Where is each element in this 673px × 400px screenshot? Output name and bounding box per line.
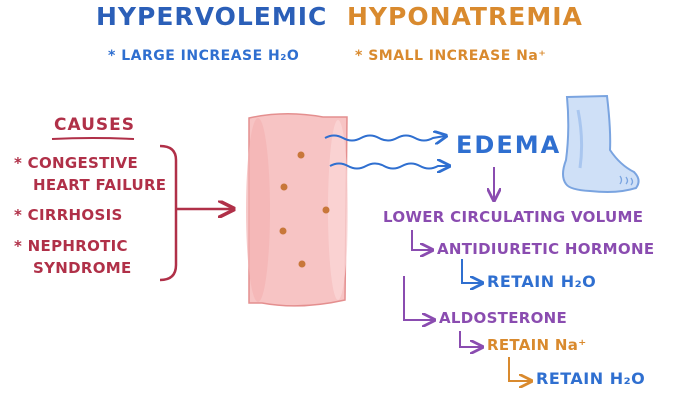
swollen-foot-icon	[562, 94, 640, 193]
causes-heading: CAUSES	[54, 115, 136, 135]
cause-nephrotic: * NEPHROTIC	[14, 237, 128, 255]
subtitle-small-increase-na: * SMALL INCREASE Na⁺	[355, 48, 547, 64]
cause-cirrhosis: * CIRRHOSIS	[14, 206, 123, 224]
cause-syndrome: SYNDROME	[33, 259, 132, 277]
lower-circulating-volume-label: LOWER CIRCULATING VOLUME	[383, 208, 644, 226]
adh-arrow-icon	[411, 230, 431, 250]
edema-label: EDEMA	[456, 131, 562, 159]
water-flow-icon	[324, 136, 445, 141]
sodium-dot	[279, 227, 287, 235]
cause-heart-failure: HEART FAILURE	[33, 176, 167, 194]
retain-na-label: RETAIN Na⁺	[487, 336, 587, 354]
sodium-dot	[297, 151, 305, 159]
title-hyponatremia: HYPONATREMIA	[347, 2, 583, 31]
subtitle-large-increase-h2o: * LARGE INCREASE H₂O	[108, 48, 300, 64]
sodium-dot	[298, 260, 306, 268]
aldosterone-label: ALDOSTERONE	[439, 309, 568, 327]
retain-h2o-arrow-icon	[461, 259, 481, 283]
blood-vessel-icon	[246, 112, 348, 307]
water-flow-icon	[329, 164, 448, 169]
retain-h2o-2-arrow-icon	[508, 357, 530, 381]
title-hypervolemic: HYPERVOLEMIC	[96, 2, 328, 31]
aldosterone-arrow-icon	[403, 276, 433, 320]
causes-bracket	[159, 144, 178, 282]
retain-na-arrow-icon	[459, 331, 481, 347]
retain-h2o-label-2: RETAIN H₂O	[536, 369, 646, 388]
cause-congestive: * CONGESTIVE	[14, 154, 139, 172]
causes-underline	[51, 137, 135, 140]
sodium-dot	[322, 206, 330, 214]
antidiuretic-hormone-label: ANTIDIURETIC HORMONE	[437, 240, 655, 258]
retain-h2o-label-1: RETAIN H₂O	[487, 272, 597, 291]
sodium-dot	[280, 183, 288, 191]
